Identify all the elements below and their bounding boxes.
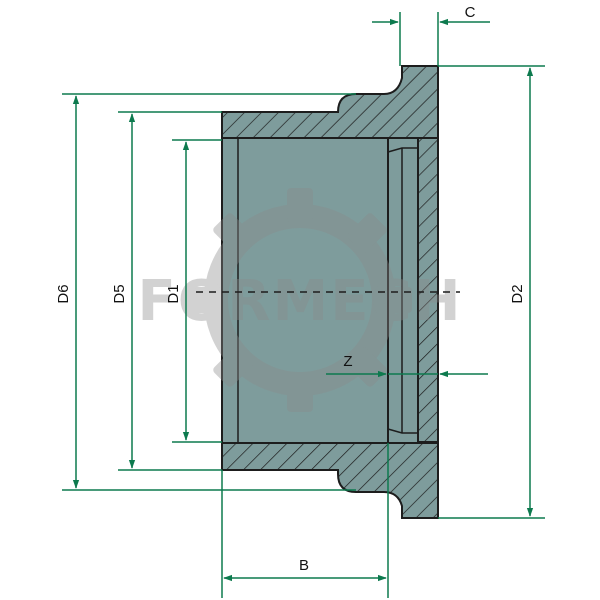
watermark-text: FORMECH	[138, 269, 463, 334]
top-wall-section	[221, 65, 439, 139]
label-b: B	[299, 557, 309, 574]
watermark: FORMECH	[138, 188, 463, 412]
gear-icon	[188, 188, 412, 412]
dimension-labels: D6 D5 D1 D2 B C Z	[55, 4, 526, 574]
dimension-lines	[72, 18, 534, 582]
part-body	[221, 65, 439, 519]
label-z: Z	[343, 353, 352, 370]
label-d5: D5	[111, 284, 128, 303]
bore-outline	[221, 137, 419, 444]
label-d1: D1	[165, 284, 182, 303]
bottom-wall-section	[221, 442, 439, 519]
label-d6: D6	[55, 284, 72, 303]
step-top	[387, 147, 418, 153]
extension-lines	[62, 12, 545, 598]
label-c: C	[465, 4, 476, 21]
label-d2: D2	[509, 284, 526, 303]
step-bottom	[387, 428, 418, 434]
bore-area	[222, 138, 432, 443]
